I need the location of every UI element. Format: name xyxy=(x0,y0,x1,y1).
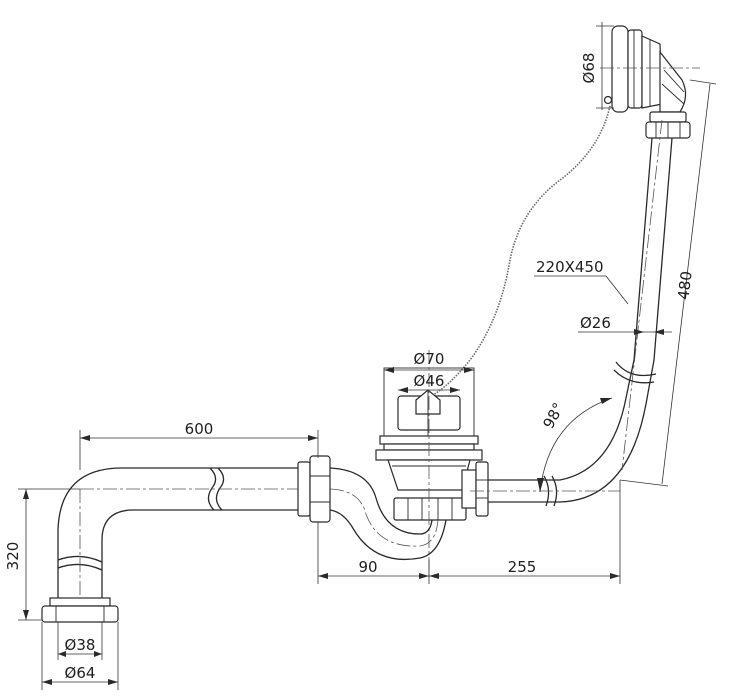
dim-vertical-height: 320 xyxy=(4,488,80,621)
label-drain-outer-diameter: Ø70 xyxy=(414,350,445,368)
drain-body xyxy=(375,350,483,580)
dim-drain-diameters: Ø70 Ø46 xyxy=(384,350,474,393)
label-bend-angle: 98° xyxy=(539,400,567,432)
dim-overflow-pipe-diameter: Ø26 xyxy=(578,314,672,335)
dim-outlet-outer-diameter: Ø64 xyxy=(41,622,119,690)
dim-bottom-offsets: 90 255 xyxy=(317,480,621,584)
label-vertical-height: 320 xyxy=(4,542,22,571)
main-pipe xyxy=(57,455,331,620)
outlet-flange xyxy=(41,597,119,623)
trap-bend xyxy=(329,467,447,561)
overflow-head xyxy=(600,25,700,113)
dim-overflow-diameter: Ø68 xyxy=(580,22,614,110)
label-drain-to-overflow: 255 xyxy=(508,558,537,576)
label-outlet-inner-diameter: Ø38 xyxy=(65,636,96,654)
overflow-pipe xyxy=(486,111,691,503)
label-outlet-outer-diameter: Ø64 xyxy=(65,664,96,682)
label-horizontal-length: 600 xyxy=(185,420,214,438)
dim-overflow-length: 480 xyxy=(619,79,717,487)
overflow-connector xyxy=(461,461,620,517)
dim-chain-length: 220X450 xyxy=(534,258,629,305)
dim-horizontal-length: 600 xyxy=(79,420,319,470)
label-overflow-length: 480 xyxy=(674,270,695,301)
dim-bend-angle: 98° xyxy=(537,397,613,493)
label-drain-inner-diameter: Ø46 xyxy=(414,372,445,390)
label-chain-length: 220X450 xyxy=(536,258,604,276)
label-overflow-pipe-diameter: Ø26 xyxy=(580,314,611,332)
plug-chain xyxy=(423,105,611,401)
label-offset-to-drain: 90 xyxy=(358,558,377,576)
label-overflow-diameter: Ø68 xyxy=(580,53,598,84)
dim-outlet-inner-diameter: Ø38 xyxy=(57,622,103,660)
